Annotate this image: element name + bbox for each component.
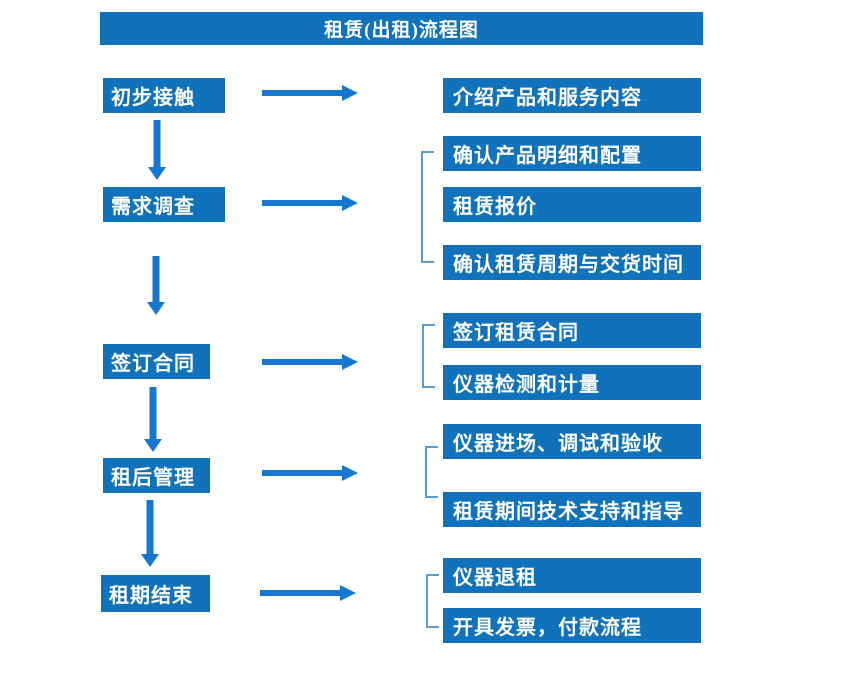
flowchart-title: 租赁(出租)流程图: [100, 12, 703, 45]
step-box-demand-survey: 需求调查: [103, 187, 225, 222]
group-bracket-icon-4: [426, 574, 439, 628]
detail-box-introduce-products: 介绍产品和服务内容: [443, 78, 701, 113]
arrow-down-icon-2: [147, 256, 165, 315]
arrow-down-icon-3: [144, 387, 162, 452]
step-box-post-rental-mgmt: 租后管理: [103, 458, 210, 493]
arrow-right-icon-4: [262, 465, 358, 481]
detail-box-sign-rental-contract: 签订租赁合同: [443, 313, 701, 348]
arrow-right-icon-5: [260, 585, 356, 601]
arrow-right-icon-3: [262, 354, 358, 370]
arrow-down-icon-1: [148, 120, 166, 180]
detail-box-confirm-period: 确认租赁周期与交货时间: [443, 245, 701, 280]
detail-box-tech-support: 租赁期间技术支持和指导: [443, 492, 701, 527]
step-box-rental-end: 租期结束: [101, 575, 210, 612]
arrow-down-icon-4: [141, 500, 159, 567]
group-bracket-icon-1: [421, 151, 434, 263]
step-box-initial-contact: 初步接触: [103, 78, 225, 113]
detail-box-instrument-testing: 仪器检测和计量: [443, 365, 701, 400]
detail-box-instrument-setup: 仪器进场、调试和验收: [443, 424, 701, 459]
detail-box-confirm-config: 确认产品明细和配置: [443, 136, 701, 171]
arrow-right-icon-1: [262, 85, 358, 101]
step-box-sign-contract: 签订合同: [103, 344, 210, 379]
detail-box-invoice-payment: 开具发票，付款流程: [443, 608, 701, 643]
arrow-right-icon-2: [262, 195, 358, 211]
group-bracket-icon-3: [425, 446, 438, 498]
group-bracket-icon-2: [422, 324, 435, 388]
detail-box-instrument-return: 仪器退租: [443, 558, 701, 593]
detail-box-rental-quote: 租赁报价: [443, 187, 701, 222]
